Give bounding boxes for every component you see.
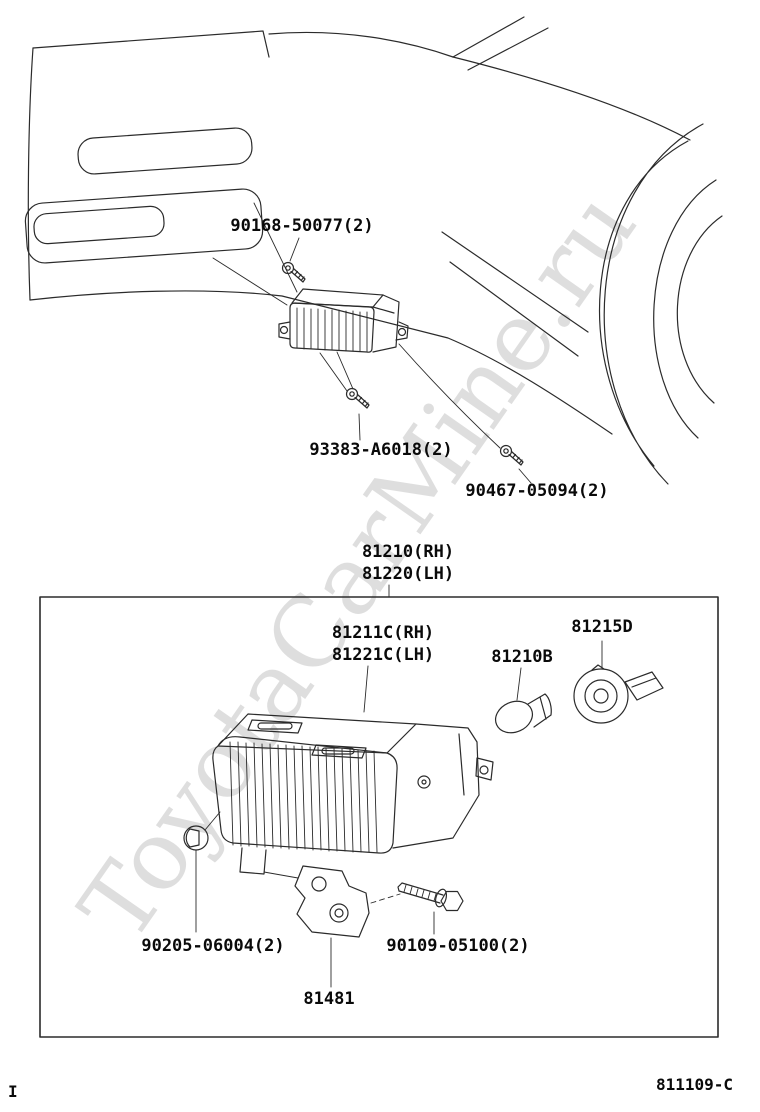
- figure-code: 811109-C: [656, 1075, 733, 1094]
- lens-face: [212, 736, 398, 854]
- bumper-recess: [24, 188, 264, 264]
- leader-lens-label: [363, 665, 369, 713]
- label-screw-top[interactable]: 90168-50077(2): [230, 216, 373, 236]
- label-lens-lh[interactable]: 81221C(LH): [332, 645, 434, 665]
- leader-bulb-label: [516, 667, 522, 701]
- bracket-hole-inner: [334, 908, 344, 918]
- socket-outer-ring: [573, 668, 629, 724]
- clip-to-lamp-line: [204, 811, 221, 831]
- adjuster-slot-2: [321, 747, 355, 755]
- adjuster-tab-2: [311, 744, 367, 759]
- adjuster-tab-1: [247, 719, 303, 734]
- adjuster-slot-1: [257, 722, 293, 730]
- bracket-hole-small: [311, 876, 327, 892]
- socket-connector: [624, 671, 664, 701]
- leader-screw-top: [289, 237, 300, 262]
- fog-lamp-right-tab: [395, 321, 409, 341]
- assembly-box: [39, 596, 719, 1038]
- housing-side-tab-hole: [479, 765, 489, 775]
- bolt-washer: [434, 888, 448, 908]
- lamp-bottom-tab: [239, 847, 267, 875]
- fog-lamp-lens-hatch: [296, 307, 368, 352]
- housing-hole: [417, 775, 431, 789]
- car-outline-sketch: [24, 16, 723, 485]
- clip-hook: [185, 828, 200, 848]
- label-clip[interactable]: 90205-06004(2): [141, 936, 284, 956]
- left-tab-hole: [279, 325, 289, 335]
- socket-drawing: [573, 640, 664, 724]
- fender-top: [452, 56, 691, 141]
- bumper-slot-upper: [77, 127, 253, 175]
- label-lens-rh[interactable]: 81211C(RH): [332, 623, 434, 643]
- lens-hatch: [229, 741, 378, 853]
- bolt-shank: [397, 882, 444, 904]
- screw-mid-graphic: [345, 387, 370, 409]
- housing-side-tab: [475, 757, 494, 781]
- guide-lines: [212, 202, 298, 306]
- label-screw-right[interactable]: 90467-05094(2): [465, 481, 608, 501]
- fog-lamp-left-tab: [278, 321, 291, 340]
- fog-lamp-side-face: [372, 294, 400, 353]
- label-assy-lh[interactable]: 81220(LH): [362, 564, 454, 584]
- bracket-plate: [294, 865, 370, 938]
- bracket-hole-large: [329, 903, 349, 923]
- right-tab-hole: [397, 327, 407, 337]
- label-assy-rh[interactable]: 81210(RH): [362, 542, 454, 562]
- bulb-base: [527, 693, 552, 728]
- bracket-to-bolt-dash: [370, 893, 401, 904]
- bumper-bottom: [29, 290, 613, 435]
- wheel-arch: [598, 123, 704, 485]
- bumper-slot-lower: [33, 205, 165, 245]
- fog-lamp-location-sketch: [212, 202, 532, 484]
- bracket-drawing: [294, 865, 401, 988]
- label-bolt[interactable]: 90109-05100(2): [386, 936, 529, 956]
- body-crease-lines: [441, 231, 589, 357]
- clip-drawing: [183, 811, 221, 933]
- tab-to-bracket-line: [263, 871, 299, 879]
- bolt-hex-head: [440, 890, 464, 912]
- leader-screw-mid: [319, 351, 361, 441]
- tire-arcs: [653, 179, 723, 439]
- bolt-threads: [403, 884, 437, 902]
- label-bracket[interactable]: 81481: [303, 989, 354, 1009]
- fog-lamp-top-face: [291, 288, 384, 308]
- bulb-glass: [495, 700, 533, 734]
- bolt-drawing: [397, 882, 464, 935]
- housing-body: [392, 723, 480, 849]
- page-letter: I: [8, 1082, 18, 1101]
- leader-screw-right: [398, 343, 532, 484]
- socket-inner-ring: [593, 688, 609, 704]
- fog-lamp-assembly-drawing: [212, 713, 494, 879]
- hood-edge: [32, 30, 454, 58]
- fog-lamp-front-face: [289, 302, 375, 353]
- label-bulb[interactable]: 81210B: [491, 647, 552, 667]
- screw-top-graphic: [281, 261, 306, 283]
- body-left-edge: [27, 47, 34, 301]
- housing-hole-center: [421, 779, 427, 785]
- watermark: ToyotaCarMine.ru: [58, 172, 657, 961]
- label-screw-mid[interactable]: 93383-A6018(2): [309, 440, 452, 460]
- pillar-lines: [452, 16, 549, 71]
- socket-mid-ring: [584, 679, 618, 713]
- bulb-drawing: [495, 667, 552, 734]
- label-socket[interactable]: 81215D: [571, 617, 632, 637]
